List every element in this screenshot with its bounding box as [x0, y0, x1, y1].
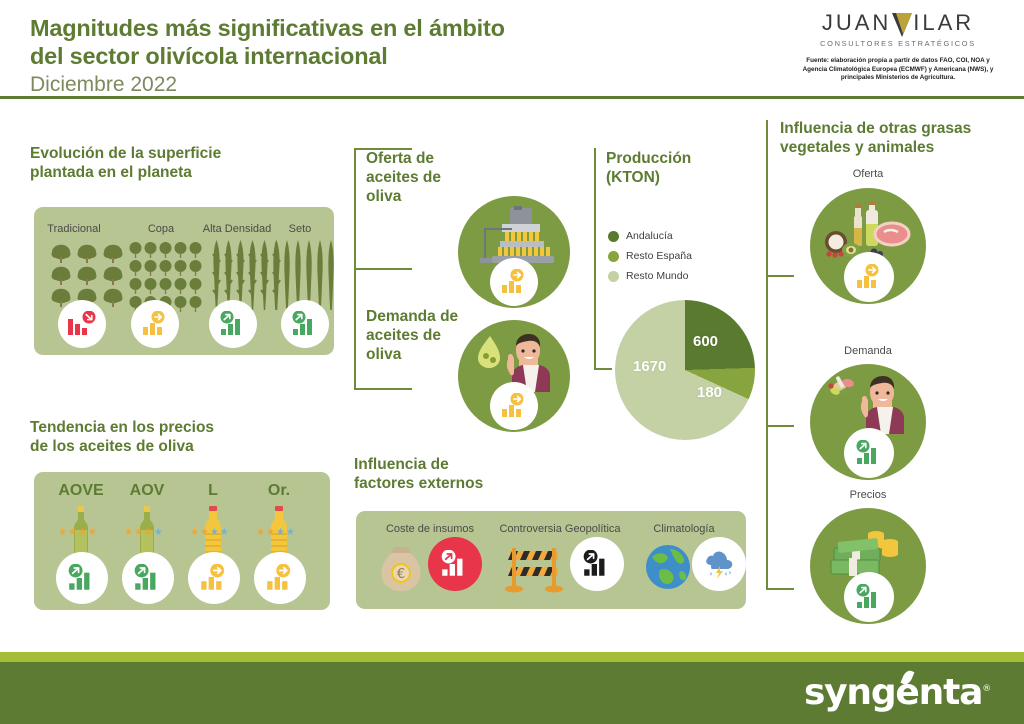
syngenta-wordmark: syngenta [803, 672, 983, 713]
section-title-prices: Tendencia en los precios de los aceites … [30, 419, 215, 455]
title-block: Magnitudes más significativas en el ámbi… [30, 14, 650, 98]
source-note: Fuente: elaboración propia a partir de d… [802, 57, 994, 82]
page-subtitle: Diciembre 2022 [30, 73, 178, 96]
external-label-coste: Coste de insumos [385, 523, 475, 535]
price-label-aov: AOV [129, 482, 165, 499]
external-label-climatologia: Climatología [653, 523, 715, 535]
trend-badge-l [188, 552, 240, 604]
stars-aove: ★★★★ [58, 527, 97, 538]
stars-or: ★★★★ [256, 527, 295, 538]
globe-icon [644, 543, 692, 596]
syngenta-logo: syngenta® [803, 672, 991, 713]
external-label-geopolitica: Controversia Geopolítica [499, 523, 621, 535]
juan-vilar-logo: JUAN ILAR CONSULTORES ESTRATÉGICOS Fuent… [798, 10, 998, 83]
tree-grid-tradicional [48, 243, 126, 311]
circle-supply [458, 196, 570, 308]
footer-accent-bar [0, 652, 1024, 662]
header-divider [0, 96, 1024, 99]
external-weather-badge-climatologia [692, 537, 746, 591]
syngenta-registered-mark: ® [982, 684, 991, 694]
legend-swatch-resto-mundo [608, 270, 619, 282]
pie-legend: Andalucía Resto España Resto Mundo [608, 230, 692, 290]
legend-item-andalucia: Andalucía [608, 230, 692, 242]
page-header: Magnitudes más significativas en el ámbi… [0, 0, 1024, 99]
external-trend-badge-geopolitica [570, 537, 624, 591]
legend-label-andalucia: Andalucía [626, 230, 673, 242]
section-title-supply: Oferta de aceites de oliva [366, 150, 441, 205]
bottle-or-icon: ★★★★ [256, 506, 296, 569]
trend-badge-copa [131, 300, 179, 348]
footer-bar: syngenta® [0, 662, 1024, 724]
circle-demand [458, 320, 570, 432]
barrier-icon [504, 543, 564, 598]
bracket-other-fats [766, 120, 796, 590]
fats-assortment-icon [824, 201, 912, 265]
surface-label-2: Alta Densidad [202, 223, 272, 235]
logo-text-juan: JUAN [821, 10, 892, 35]
consumer-icon [826, 372, 912, 439]
legend-swatch-resto-espana [608, 250, 619, 262]
trend-badge-demand [490, 382, 538, 430]
other-fats-label-precios: Precios [849, 489, 887, 501]
price-label-l: L [208, 482, 218, 499]
external-trend-badge-coste [428, 537, 482, 591]
circle-other-fats-oferta [810, 188, 926, 304]
trend-badge-other-fats-precios [844, 572, 894, 622]
page-title: Magnitudes más significativas en el ámbi… [30, 14, 650, 70]
other-fats-label-oferta: Oferta [852, 168, 884, 180]
bottling-machine-icon [474, 206, 558, 273]
trend-badge-tradicional [58, 300, 106, 348]
logo-tagline: CONSULTORES ESTRATÉGICOS [820, 39, 976, 48]
legend-label-resto-mundo: Resto Mundo [626, 270, 689, 282]
trend-badge-aove [56, 552, 108, 604]
pie-value-resto-mundo: 1670 [633, 358, 667, 375]
price-label-aove: AOVE [58, 482, 104, 499]
money-stack-icon [828, 522, 908, 585]
section-title-surface: Evolución de la superficie plantada en e… [30, 145, 222, 181]
stars-aov: ★★★★ [124, 527, 163, 538]
surface-label-1: Copa [147, 223, 175, 235]
bracket-supply-demand [354, 148, 414, 390]
section-title-production: Producción (KTON) [606, 150, 692, 186]
logo-v-mark-icon [892, 11, 913, 37]
page-title-line2: del sector olivícola internacional [30, 43, 388, 69]
legend-label-resto-espana: Resto España [626, 250, 692, 262]
section-title-other-fats: Influencia de otras grasas vegetales y a… [780, 120, 972, 156]
page-title-line1: Magnitudes más significativas en el ámbi… [30, 15, 505, 41]
stars-l: ★★★★ [190, 527, 229, 538]
section-title-external: Influencia de factores externos [354, 456, 484, 492]
trend-badge-or [254, 552, 306, 604]
panel-surface: Tradicional Copa Alta Densidad Seto [34, 207, 334, 355]
logo-text-vilar: ILAR [913, 10, 975, 35]
circle-other-fats-precios [810, 508, 926, 624]
pie-value-andalucia: 600 [693, 333, 719, 350]
trend-badge-other-fats-demanda [844, 428, 894, 478]
surface-label-0: Tradicional [47, 223, 101, 235]
circle-other-fats-demanda [810, 364, 926, 480]
money-bag-euro-icon: € [378, 543, 424, 598]
bracket-production [594, 148, 614, 370]
other-fats-label-demanda: Demanda [844, 345, 892, 357]
bottle-l-icon: ★★★★ [190, 506, 230, 569]
surface-label-3: Seto [288, 223, 312, 235]
panel-external-factors: Coste de insumos Controversia Geopolític… [356, 511, 746, 609]
legend-item-resto-mundo: Resto Mundo [608, 270, 692, 282]
trend-badge-other-fats-oferta [844, 252, 894, 302]
trend-badge-supply [490, 258, 538, 306]
section-title-demand: Demanda de aceites de oliva [366, 308, 459, 363]
tree-grid-seto [270, 240, 336, 312]
trend-badge-alta-densidad [209, 300, 257, 348]
production-pie-chart: 600 180 1670 [615, 300, 755, 440]
price-label-or: Or. [267, 482, 291, 499]
bottle-aove-icon: ★★★★ [58, 506, 98, 569]
trend-badge-aov [122, 552, 174, 604]
panel-prices: AOVE AOV L Or. ★★★★ ★★★★ [34, 472, 330, 610]
svg-text:€: € [397, 567, 405, 582]
legend-item-resto-espana: Resto España [608, 250, 692, 262]
pie-value-resto-espana: 180 [697, 384, 723, 401]
legend-swatch-andalucia [608, 230, 619, 242]
trend-badge-seto [281, 300, 329, 348]
